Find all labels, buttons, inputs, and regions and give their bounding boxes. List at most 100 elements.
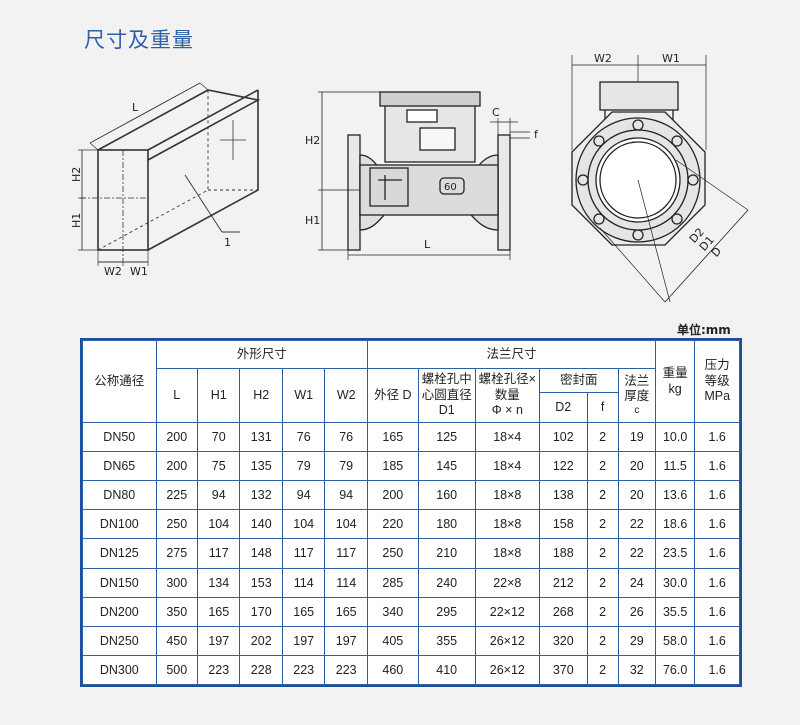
table-cell: 188 <box>538 538 588 569</box>
table-cell: 94 <box>324 480 368 511</box>
header-H2: H2 <box>239 368 283 423</box>
table-cell: 135 <box>239 451 283 482</box>
table-cell: 138 <box>538 480 588 511</box>
table-cell: 197 <box>281 625 326 656</box>
table-cell: 295 <box>417 596 476 627</box>
table-cell: 132 <box>239 480 283 511</box>
diagram1-label-H2: H2 <box>70 167 83 182</box>
table-cell: 350 <box>155 596 199 627</box>
table-cell: 158 <box>538 509 588 540</box>
table-cell: 104 <box>281 509 326 540</box>
table-cell: 320 <box>538 625 588 656</box>
table-cell: 24 <box>617 567 656 598</box>
table-cell: DN100 <box>82 509 157 540</box>
table-cell: 370 <box>538 654 588 686</box>
diagram3-label-W1: W1 <box>662 52 680 65</box>
table-cell: 1.6 <box>694 538 740 569</box>
technical-drawings: L H2 H1 W2 W1 1 <box>70 52 749 303</box>
table-cell: 26×12 <box>474 625 540 656</box>
table-cell: 1.6 <box>694 509 740 540</box>
table-cell: 2 <box>586 625 619 656</box>
table-cell: 20 <box>617 451 656 482</box>
table-cell: 405 <box>366 625 419 656</box>
table-cell: 76.0 <box>654 654 696 686</box>
table-cell: 122 <box>538 451 588 482</box>
table-cell: 114 <box>281 567 326 598</box>
table-cell: 200 <box>366 480 419 511</box>
table-cell: 2 <box>586 480 619 511</box>
table-cell: 1.6 <box>694 421 740 453</box>
diagram2-label-L: L <box>424 238 431 251</box>
diagram1-label-W1: W1 <box>130 265 148 278</box>
table-cell: 18×8 <box>474 538 540 569</box>
table-cell: 125 <box>417 421 476 453</box>
header-W1: W1 <box>281 368 326 423</box>
table-cell: 223 <box>196 654 241 686</box>
table-cell: 197 <box>324 625 368 656</box>
table-cell: 134 <box>196 567 241 598</box>
table-cell: DN200 <box>82 596 157 627</box>
table-cell: 500 <box>155 654 199 686</box>
table-cell: 32 <box>617 654 656 686</box>
table-cell: 165 <box>366 421 419 453</box>
table-cell: 75 <box>196 451 241 482</box>
table-cell: 18×4 <box>474 421 540 453</box>
table-cell: 26 <box>617 596 656 627</box>
table-cell: 223 <box>281 654 326 686</box>
table-cell: DN300 <box>82 654 157 686</box>
table-cell: 148 <box>239 538 283 569</box>
table-cell: 300 <box>155 567 199 598</box>
unit-label: 单位:mm <box>677 323 731 337</box>
table-cell: 76 <box>324 421 368 453</box>
table-cell: 170 <box>239 596 283 627</box>
diagram2-label-H1: H1 <box>305 214 320 227</box>
header-nominal-diameter: 公称通径 <box>82 340 157 423</box>
table-cell: 70 <box>196 421 241 453</box>
table-cell: 131 <box>239 421 283 453</box>
meter-side-view-diagram <box>318 91 530 260</box>
header-L: L <box>155 368 199 423</box>
table-cell: 185 <box>366 451 419 482</box>
table-cell: 145 <box>417 451 476 482</box>
header-D2: D2 <box>538 392 588 423</box>
header-pressure-class: 压力 等级 MPa <box>694 340 740 423</box>
header-bolt-hole: 螺栓孔径× 数量 Φ × n <box>474 368 540 423</box>
table-cell: 94 <box>281 480 326 511</box>
table-cell: 104 <box>196 509 241 540</box>
table-cell: 160 <box>417 480 476 511</box>
table-cell: 1.6 <box>694 625 740 656</box>
table-cell: 285 <box>366 567 419 598</box>
table-cell: 165 <box>196 596 241 627</box>
table-cell: 94 <box>196 480 241 511</box>
table-cell: 1.6 <box>694 451 740 482</box>
table-cell: 240 <box>417 567 476 598</box>
meter-front-view-diagram <box>571 55 749 303</box>
table-cell: 250 <box>155 509 199 540</box>
table-cell: 18.6 <box>654 509 696 540</box>
table-cell: 18×8 <box>474 480 540 511</box>
table-cell: 102 <box>538 421 588 453</box>
page-title: 尺寸及重量 <box>84 28 194 52</box>
table-cell: 228 <box>239 654 283 686</box>
header-outer-diameter: 外径 D <box>366 368 419 423</box>
table-cell: 18×8 <box>474 509 540 540</box>
table-cell: 180 <box>417 509 476 540</box>
box-dimension-diagram <box>78 82 261 266</box>
table-cell: 22×8 <box>474 567 540 598</box>
diagram1-label-W2: W2 <box>104 265 122 278</box>
table-cell: 200 <box>155 451 199 482</box>
table-cell: 165 <box>281 596 326 627</box>
table-cell: 450 <box>155 625 199 656</box>
table-cell: 410 <box>417 654 476 686</box>
table-cell: 340 <box>366 596 419 627</box>
diagram1-label-L: L <box>132 101 139 114</box>
table-cell: DN250 <box>82 625 157 656</box>
table-cell: 212 <box>538 567 588 598</box>
